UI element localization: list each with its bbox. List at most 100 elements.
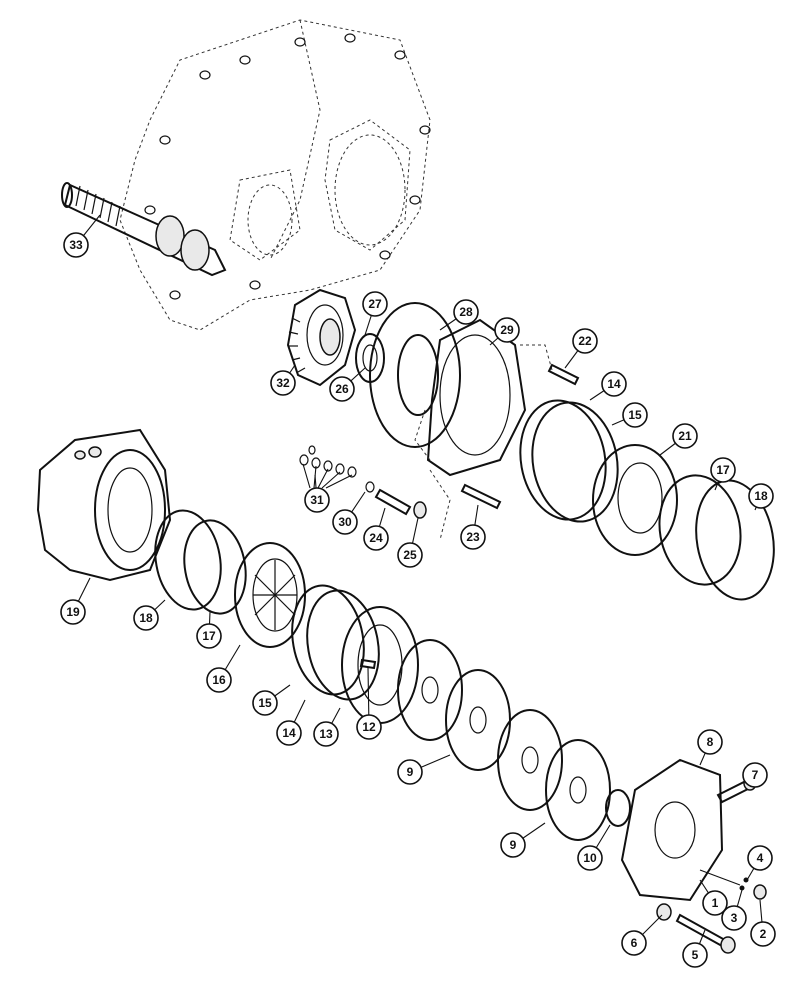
- callout-circle: [397, 759, 423, 785]
- callout-number: 17: [716, 463, 730, 477]
- seal-rings-lower: [291, 584, 380, 701]
- piston: [592, 444, 678, 556]
- callout-circle: [601, 371, 627, 397]
- callout-c18b: 18: [133, 599, 166, 631]
- separator-plate: [341, 606, 419, 724]
- callout-circle: [313, 721, 339, 747]
- callout-c26: 26: [329, 367, 366, 402]
- callout-c7: 7: [742, 762, 768, 788]
- callout-circle: [63, 232, 89, 258]
- callout-c5: 5: [682, 929, 708, 968]
- callout-c31: 31: [304, 474, 330, 513]
- callout-number: 15: [258, 696, 272, 710]
- callout-c15a: 15: [611, 402, 648, 428]
- callout-circle: [304, 487, 330, 513]
- callout-circle: [453, 299, 479, 325]
- brake-plate: [426, 318, 527, 477]
- callout-circle: [363, 525, 389, 551]
- callout-c29: 29: [489, 317, 520, 346]
- callout-number: 29: [500, 323, 514, 337]
- callout-number: 25: [403, 548, 417, 562]
- callout-circle: [329, 376, 355, 402]
- callout-circle: [697, 729, 723, 755]
- callout-circle: [710, 457, 736, 483]
- small-washers: [299, 445, 357, 478]
- callout-circle: [682, 942, 708, 968]
- callout-circle: [747, 845, 773, 871]
- pins: [365, 363, 580, 519]
- callout-c12: 12: [356, 667, 382, 740]
- callout-c15b: 15: [252, 684, 291, 716]
- callout-circle: [60, 599, 86, 625]
- callout-leader: [325, 474, 353, 489]
- callout-number: 9: [407, 765, 414, 779]
- callout-c9a: 9: [397, 754, 451, 785]
- callout-number: 16: [212, 673, 226, 687]
- callout-number: 12: [362, 720, 376, 734]
- callout-circle: [397, 542, 423, 568]
- callout-number: 23: [466, 530, 480, 544]
- callout-c6: 6: [621, 914, 663, 956]
- piston-lower: [234, 542, 306, 648]
- callout-number: 21: [678, 429, 692, 443]
- callout-leader: [302, 463, 311, 489]
- transmission-housing-phantom: [119, 19, 431, 331]
- callout-circle: [270, 370, 296, 396]
- callout-c21: 21: [659, 423, 698, 456]
- callout-number: 14: [607, 377, 621, 391]
- callout-c2: 2: [750, 899, 776, 947]
- callout-c22: 22: [564, 328, 598, 369]
- rings-lower: [154, 509, 247, 615]
- callout-leader: [321, 471, 341, 489]
- callout-circle: [460, 524, 486, 550]
- callout-number: 7: [752, 768, 759, 782]
- callout-number: 13: [319, 727, 333, 741]
- callout-number: 8: [707, 735, 714, 749]
- callout-circle: [721, 905, 747, 931]
- callout-number: 15: [628, 408, 642, 422]
- callout-circle: [577, 845, 603, 871]
- callout-c14b: 14: [276, 699, 306, 746]
- callout-circle: [362, 291, 388, 317]
- callout-layer: 1234567899101213141415151617171818192122…: [60, 214, 776, 968]
- callout-circle: [206, 667, 232, 693]
- callout-c23: 23: [460, 504, 486, 550]
- callout-circle: [133, 605, 159, 631]
- callout-c14a: 14: [589, 371, 627, 401]
- callout-number: 6: [631, 936, 638, 950]
- callout-circle: [572, 328, 598, 354]
- callout-number: 14: [282, 726, 296, 740]
- callout-leader: [313, 465, 317, 489]
- callout-c10: 10: [577, 824, 611, 871]
- brake-cover: [620, 758, 724, 902]
- callout-number: 33: [69, 238, 83, 252]
- callout-circle: [742, 762, 768, 788]
- callout-c8: 8: [697, 729, 723, 766]
- friction-disc: [369, 302, 461, 448]
- callout-c19: 19: [60, 577, 91, 625]
- callout-number: 3: [731, 911, 738, 925]
- callout-circle: [748, 483, 774, 509]
- callout-circle: [621, 930, 647, 956]
- callout-c1: 1: [699, 879, 728, 916]
- callout-c33: 33: [63, 214, 101, 258]
- callout-number: 18: [139, 611, 153, 625]
- snap-ring: [605, 789, 631, 827]
- callout-c28: 28: [439, 299, 479, 331]
- brake-housing: [36, 428, 172, 582]
- callout-number: 4: [757, 851, 764, 865]
- callout-number: 19: [66, 605, 80, 619]
- callout-c9b: 9: [500, 822, 546, 858]
- callout-circle: [356, 714, 382, 740]
- callout-circle: [252, 690, 278, 716]
- dashed-link: [414, 344, 553, 541]
- callout-circle: [750, 921, 776, 947]
- callout-c32: 32: [270, 364, 296, 396]
- callout-c18a: 18: [748, 483, 774, 511]
- callout-circle: [332, 509, 358, 535]
- brake-discs: [397, 639, 611, 841]
- callout-circle: [622, 402, 648, 428]
- callout-number: 9: [510, 838, 517, 852]
- callout-c27: 27: [362, 291, 388, 336]
